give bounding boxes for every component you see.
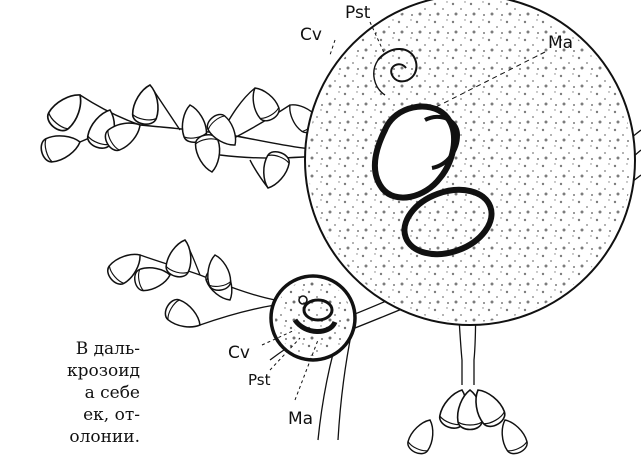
label-big-pst: Pst: [345, 3, 371, 23]
text-line: а себе: [0, 382, 140, 404]
label-big-ma: Ma: [548, 33, 573, 53]
label-small-pst: Pst: [248, 371, 271, 389]
text-line: крозоид: [0, 360, 140, 382]
lower-zooids: [405, 384, 530, 457]
upper-zooids: [39, 82, 322, 192]
label-small-cv: Cv: [228, 343, 250, 363]
small-cell: [262, 276, 355, 400]
text-line: ек, от-: [0, 404, 140, 426]
large-cell: [305, 0, 635, 325]
text-line: В даль-: [0, 338, 140, 360]
label-small-ma: Ma: [288, 409, 313, 429]
text-line: олонии.: [0, 426, 140, 448]
label-big-cv: Cv: [300, 25, 322, 45]
body-text-fragment: В даль- крозоид а себе ек, от- олонии.: [0, 338, 140, 448]
lower-colony-zooids: [104, 237, 240, 335]
